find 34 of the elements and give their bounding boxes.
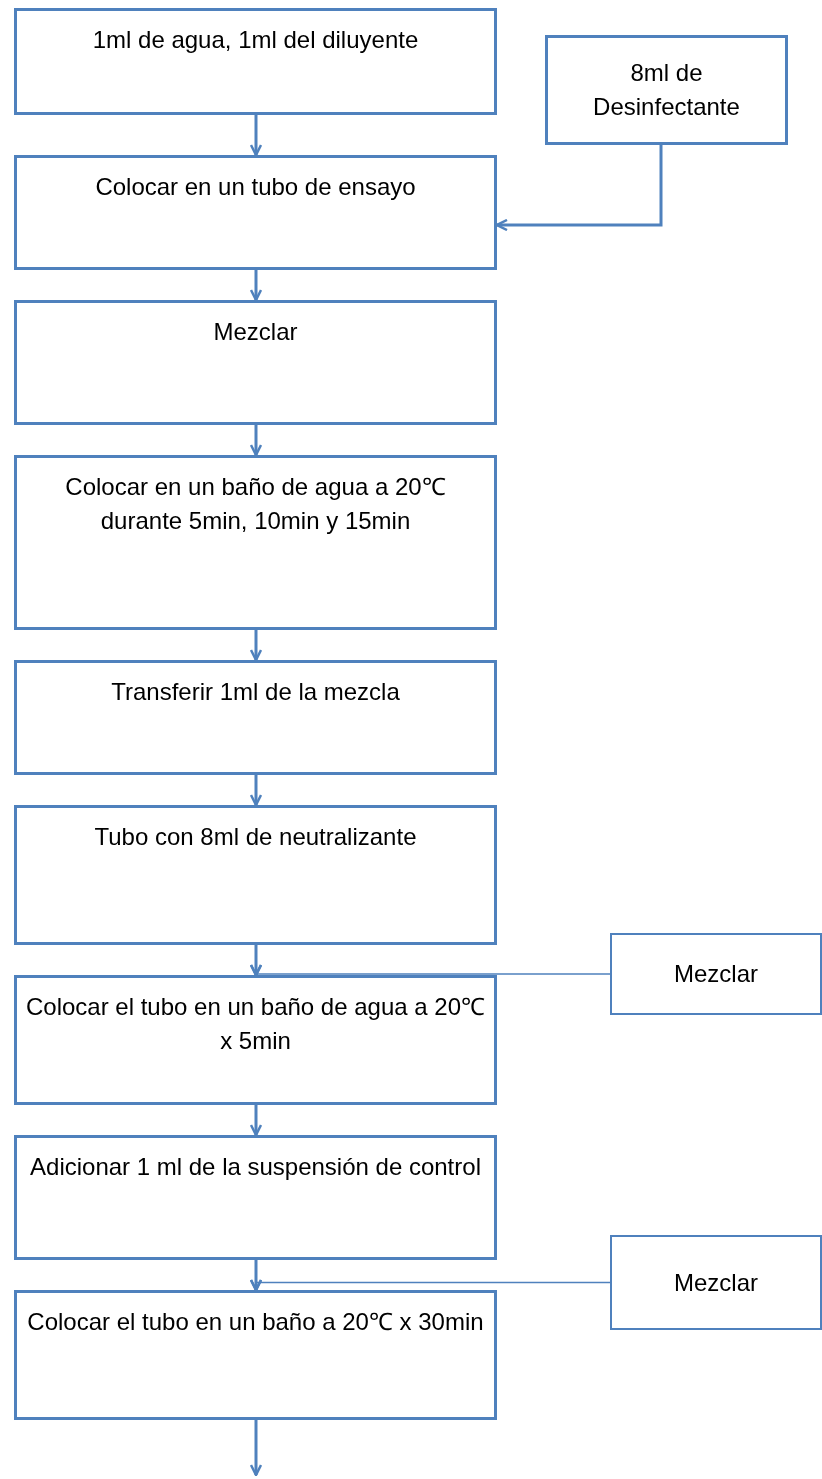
arrow: [249, 1278, 611, 1292]
process-box: [14, 660, 497, 775]
arrow: [249, 775, 263, 807]
step-text: Colocar el tubo en un baño a 20℃ x 30min: [27, 1307, 484, 1337]
process-box: [14, 155, 497, 270]
arrow: [249, 1105, 263, 1137]
process-box: [14, 975, 497, 1105]
step-text: Mezclar: [674, 1267, 758, 1298]
process-box: [14, 1135, 497, 1260]
arrow: [249, 425, 263, 457]
arrow: [249, 963, 611, 977]
arrow: [495, 145, 663, 232]
step-text: 8ml de Desinfectante: [592, 58, 741, 122]
process-box: [14, 300, 497, 425]
process-box: [610, 933, 822, 1015]
step-text: 1ml de agua, 1ml del diluyente: [92, 25, 419, 55]
arrow: [249, 1420, 263, 1477]
arrow: [249, 115, 263, 157]
process-box: [14, 805, 497, 945]
step-text: Colocar el tubo en un baño de agua a 20℃ x 5min: [25, 992, 486, 1056]
step-text: Colocar en un baño de agua a 20℃ durante 5min, 10min y 15min: [64, 472, 447, 536]
process-box: [14, 1290, 497, 1420]
process-box: [545, 35, 788, 145]
process-box: [14, 455, 497, 630]
arrow: [249, 630, 263, 662]
step-text: Adicionar 1 ml de la suspensión de control: [30, 1152, 481, 1182]
step-text: Transferir 1ml de la mezcla: [111, 677, 400, 707]
step-text: Tubo con 8ml de neutralizante: [94, 822, 417, 852]
process-box: [610, 1235, 822, 1330]
step-text: Mezclar: [674, 959, 758, 990]
arrow: [249, 270, 263, 302]
step-text: Mezclar: [213, 317, 298, 347]
step-text: Colocar en un tubo de ensayo: [95, 172, 416, 202]
process-box: [14, 8, 497, 115]
